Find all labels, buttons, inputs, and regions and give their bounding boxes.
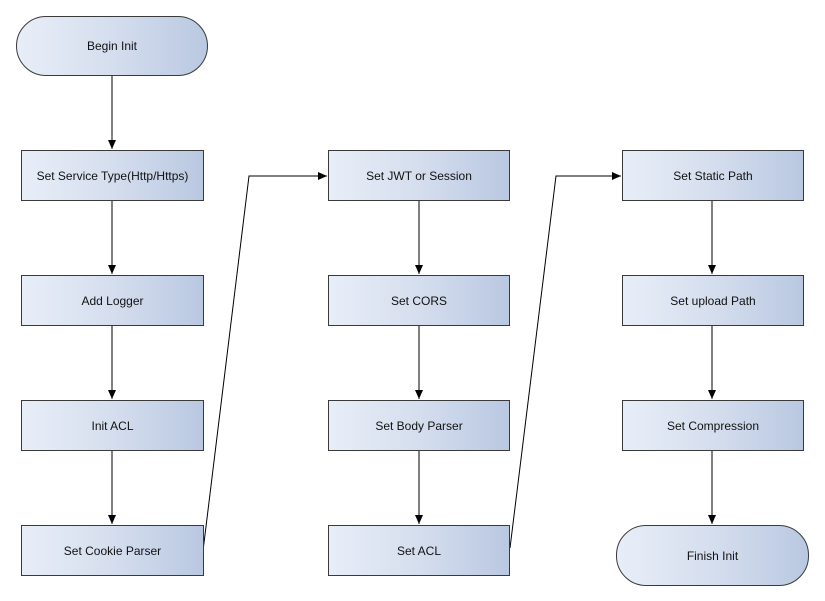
set-upload-path-step: Set upload Path bbox=[622, 275, 804, 326]
arrow-set-acl-to-static-path bbox=[509, 172, 621, 549]
set-service-type-step: Set Service Type(Http/Https) bbox=[21, 150, 204, 201]
set-body-parser-step: Set Body Parser bbox=[328, 400, 510, 451]
begin-init-terminal: Begin Init bbox=[16, 16, 208, 76]
finish-init-terminal: Finish Init bbox=[616, 525, 809, 586]
set-cors-step: Set CORS bbox=[328, 275, 510, 326]
add-logger-step: Add Logger bbox=[21, 275, 204, 326]
init-acl-step: Init ACL bbox=[21, 400, 204, 451]
arrow-cookie-parser-to-jwt-session bbox=[202, 172, 327, 552]
set-acl-step: Set ACL bbox=[328, 525, 510, 576]
set-cookie-parser-step: Set Cookie Parser bbox=[21, 525, 204, 576]
set-compression-step: Set Compression bbox=[622, 400, 804, 451]
set-jwt-or-session-step: Set JWT or Session bbox=[328, 150, 510, 201]
set-static-path-step: Set Static Path bbox=[622, 150, 804, 201]
